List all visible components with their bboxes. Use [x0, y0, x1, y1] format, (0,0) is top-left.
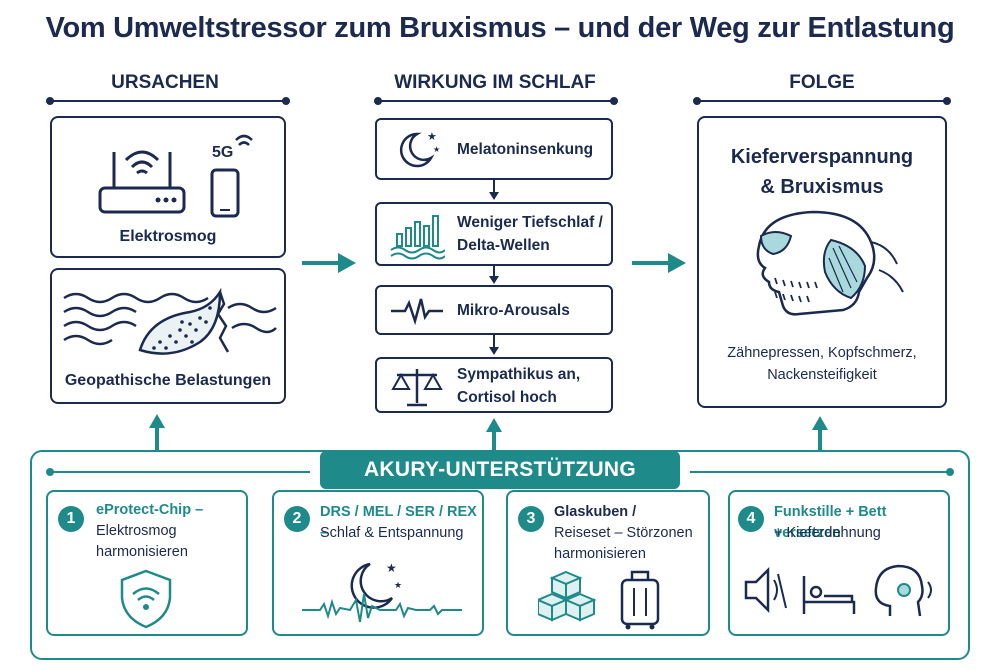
smartphone-icon — [210, 134, 253, 218]
step-arousals-text: Mikro-Arousals — [457, 302, 570, 319]
step-deepsleep: Weniger Tiefschlaf / Delta-Wellen — [375, 202, 613, 266]
card-number: 4 — [738, 506, 764, 532]
pulse-icon — [391, 298, 443, 326]
svg-text:★: ★ — [433, 145, 440, 154]
page-title: Vom Umweltstressor zum Bruxismus – und d… — [45, 12, 955, 44]
result-title-line2: & Bruxismus — [760, 176, 884, 198]
card-number: 2 — [284, 506, 310, 532]
support-line-right — [690, 468, 954, 476]
earth-waves-icon — [63, 287, 277, 355]
svg-text:★: ★ — [427, 130, 437, 143]
mute-bed-head-icon — [744, 564, 932, 617]
svg-text:★: ★ — [386, 561, 397, 575]
svg-text:★: ★ — [394, 581, 402, 591]
card-title: Funkstille + Bett versetzen — [774, 504, 887, 541]
step-melatonin: ★ ★ Melatoninsenkung — [375, 118, 613, 180]
arrow-up-icon — [812, 416, 828, 452]
step-deepsleep-line2: Delta-Wellen — [457, 237, 550, 254]
card-title: Glaskuben / — [554, 504, 637, 520]
result-desc-line2: Nackensteifigkeit — [767, 367, 877, 383]
card-number: 3 — [518, 506, 544, 532]
arrow-up-icon — [486, 418, 502, 452]
scales-icon — [391, 369, 443, 407]
moon-stars-icon: ★ ★ — [399, 130, 440, 168]
step-sympathikus: Sympathikus an, Cortisol hoch — [375, 357, 613, 413]
arrow-right-icon — [632, 253, 686, 273]
router-icon — [98, 150, 186, 214]
arrow-down-icon — [489, 266, 499, 284]
arrow-down-icon — [489, 180, 499, 200]
card-text: harmonisieren — [96, 544, 188, 560]
card-text: Reiseset – Störzonen — [554, 525, 693, 541]
card-text: harmonisieren — [554, 546, 646, 562]
elektrosmog-box: 5G Elektrosmog — [50, 116, 286, 258]
result-heading-line — [693, 97, 951, 105]
arrow-up-icon — [149, 414, 165, 452]
step-deepsleep-line1: Weniger Tiefschlaf / — [457, 214, 603, 231]
effect-heading: WIRKUNG IM SCHLAF — [394, 72, 596, 93]
causes-heading: URSACHEN — [111, 72, 219, 93]
result-desc-line1: Zähnepressen, Kopfschmerz, — [727, 345, 917, 361]
causes-heading-line — [46, 97, 290, 105]
support-card-2: 2 DRS / MEL / SER / REX – Schlaf & Entsp… — [272, 490, 484, 636]
cubes-suitcase-icon — [538, 570, 660, 630]
geopathic-label: Geopathische Belastungen — [64, 372, 272, 389]
step-sympathikus-line2: Cortisol hoch — [457, 389, 557, 406]
card-title: DRS / MEL / SER / REX – — [320, 504, 477, 541]
5g-badge: 5G — [212, 144, 234, 161]
arrow-down-icon — [489, 335, 499, 355]
step-sympathikus-line1: Sympathikus an, — [457, 366, 581, 383]
card-text: Elektrosmog — [96, 523, 177, 539]
support-card-3: 3 Glaskuben / Reiseset – Störzonen harmo… — [506, 490, 710, 636]
card-title: eProtect-Chip – — [96, 502, 204, 518]
moon-wave-icon: ★ ★ — [302, 561, 462, 623]
shield-wifi-icon — [120, 569, 172, 629]
support-card-1: 1 eProtect-Chip – Elektrosmog harmonisie… — [46, 490, 248, 636]
effect-heading-line — [374, 97, 618, 105]
bar-chart-waves-icon — [390, 215, 445, 260]
card-text: + Kieferdehnung — [774, 525, 881, 541]
result-title-line1: Kieferverspannung — [730, 146, 914, 168]
elektrosmog-label: Elektrosmog — [119, 228, 217, 245]
geopathic-box: Geopathische Belastungen — [50, 268, 286, 404]
support-line-left — [46, 468, 310, 476]
skull-jaw-icon — [756, 210, 904, 316]
card-text: Schlaf & Entspannung — [320, 525, 464, 541]
card-number: 1 — [58, 506, 84, 532]
result-box: Kieferverspannung & Bruxismus Zähnepress… — [697, 116, 947, 408]
arrow-right-icon — [302, 253, 356, 273]
support-card-4: 4 Funkstille + Bett versetzen + Kieferde… — [728, 490, 950, 636]
support-title: AKURY-UNTERSTÜTZUNG — [320, 451, 680, 489]
step-arousals: Mikro-Arousals — [375, 285, 613, 335]
step-melatonin-text: Melatoninsenkung — [457, 141, 594, 158]
result-heading: FOLGE — [789, 72, 855, 93]
